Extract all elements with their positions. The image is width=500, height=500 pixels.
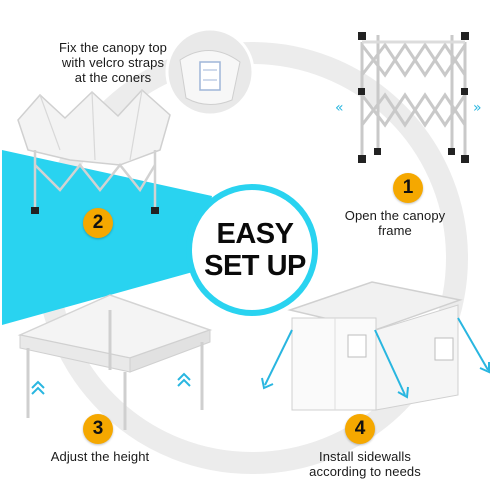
- velcro-detail-image: [165, 27, 255, 117]
- set-up-label: SET UP: [204, 250, 306, 282]
- step-1-caption: Open the canopy frame: [330, 208, 460, 238]
- caption-line: Install sidewalls: [318, 449, 411, 464]
- expand-arrows-icon: »: [473, 100, 482, 116]
- caption-line: according to needs: [309, 464, 421, 479]
- step-4-badge: 4: [345, 414, 375, 444]
- step-2-caption: Fix the canopy top with velcro straps at…: [48, 40, 178, 85]
- canopy-sidewall-image: [287, 281, 463, 411]
- caption-line: Adjust the height: [50, 449, 150, 464]
- caption-line: with velcro straps: [61, 55, 165, 70]
- caption-line: at the coners: [74, 70, 152, 85]
- folded-frame-image: [358, 32, 469, 163]
- caption-line: Open the canopy: [344, 208, 446, 223]
- caption-line: Fix the canopy top: [58, 40, 168, 55]
- canopy-height-image: [17, 294, 213, 430]
- step-4-caption: Install sidewalls according to needs: [295, 449, 435, 479]
- step-3-caption: Adjust the height: [30, 449, 170, 464]
- pull-arrows-icon: [261, 317, 490, 399]
- easy-label: EASY: [216, 218, 294, 250]
- highlight-beam: [2, 150, 212, 325]
- canopy-top-image: [17, 88, 171, 214]
- caption-line: frame: [378, 223, 412, 238]
- expand-arrows-icon: «: [335, 100, 344, 116]
- center-disc: [192, 190, 312, 310]
- step-1-badge: 1: [393, 173, 423, 203]
- raise-arrows-icon: [31, 372, 191, 395]
- step-3-badge: 3: [83, 414, 113, 444]
- step-2-badge: 2: [83, 208, 113, 238]
